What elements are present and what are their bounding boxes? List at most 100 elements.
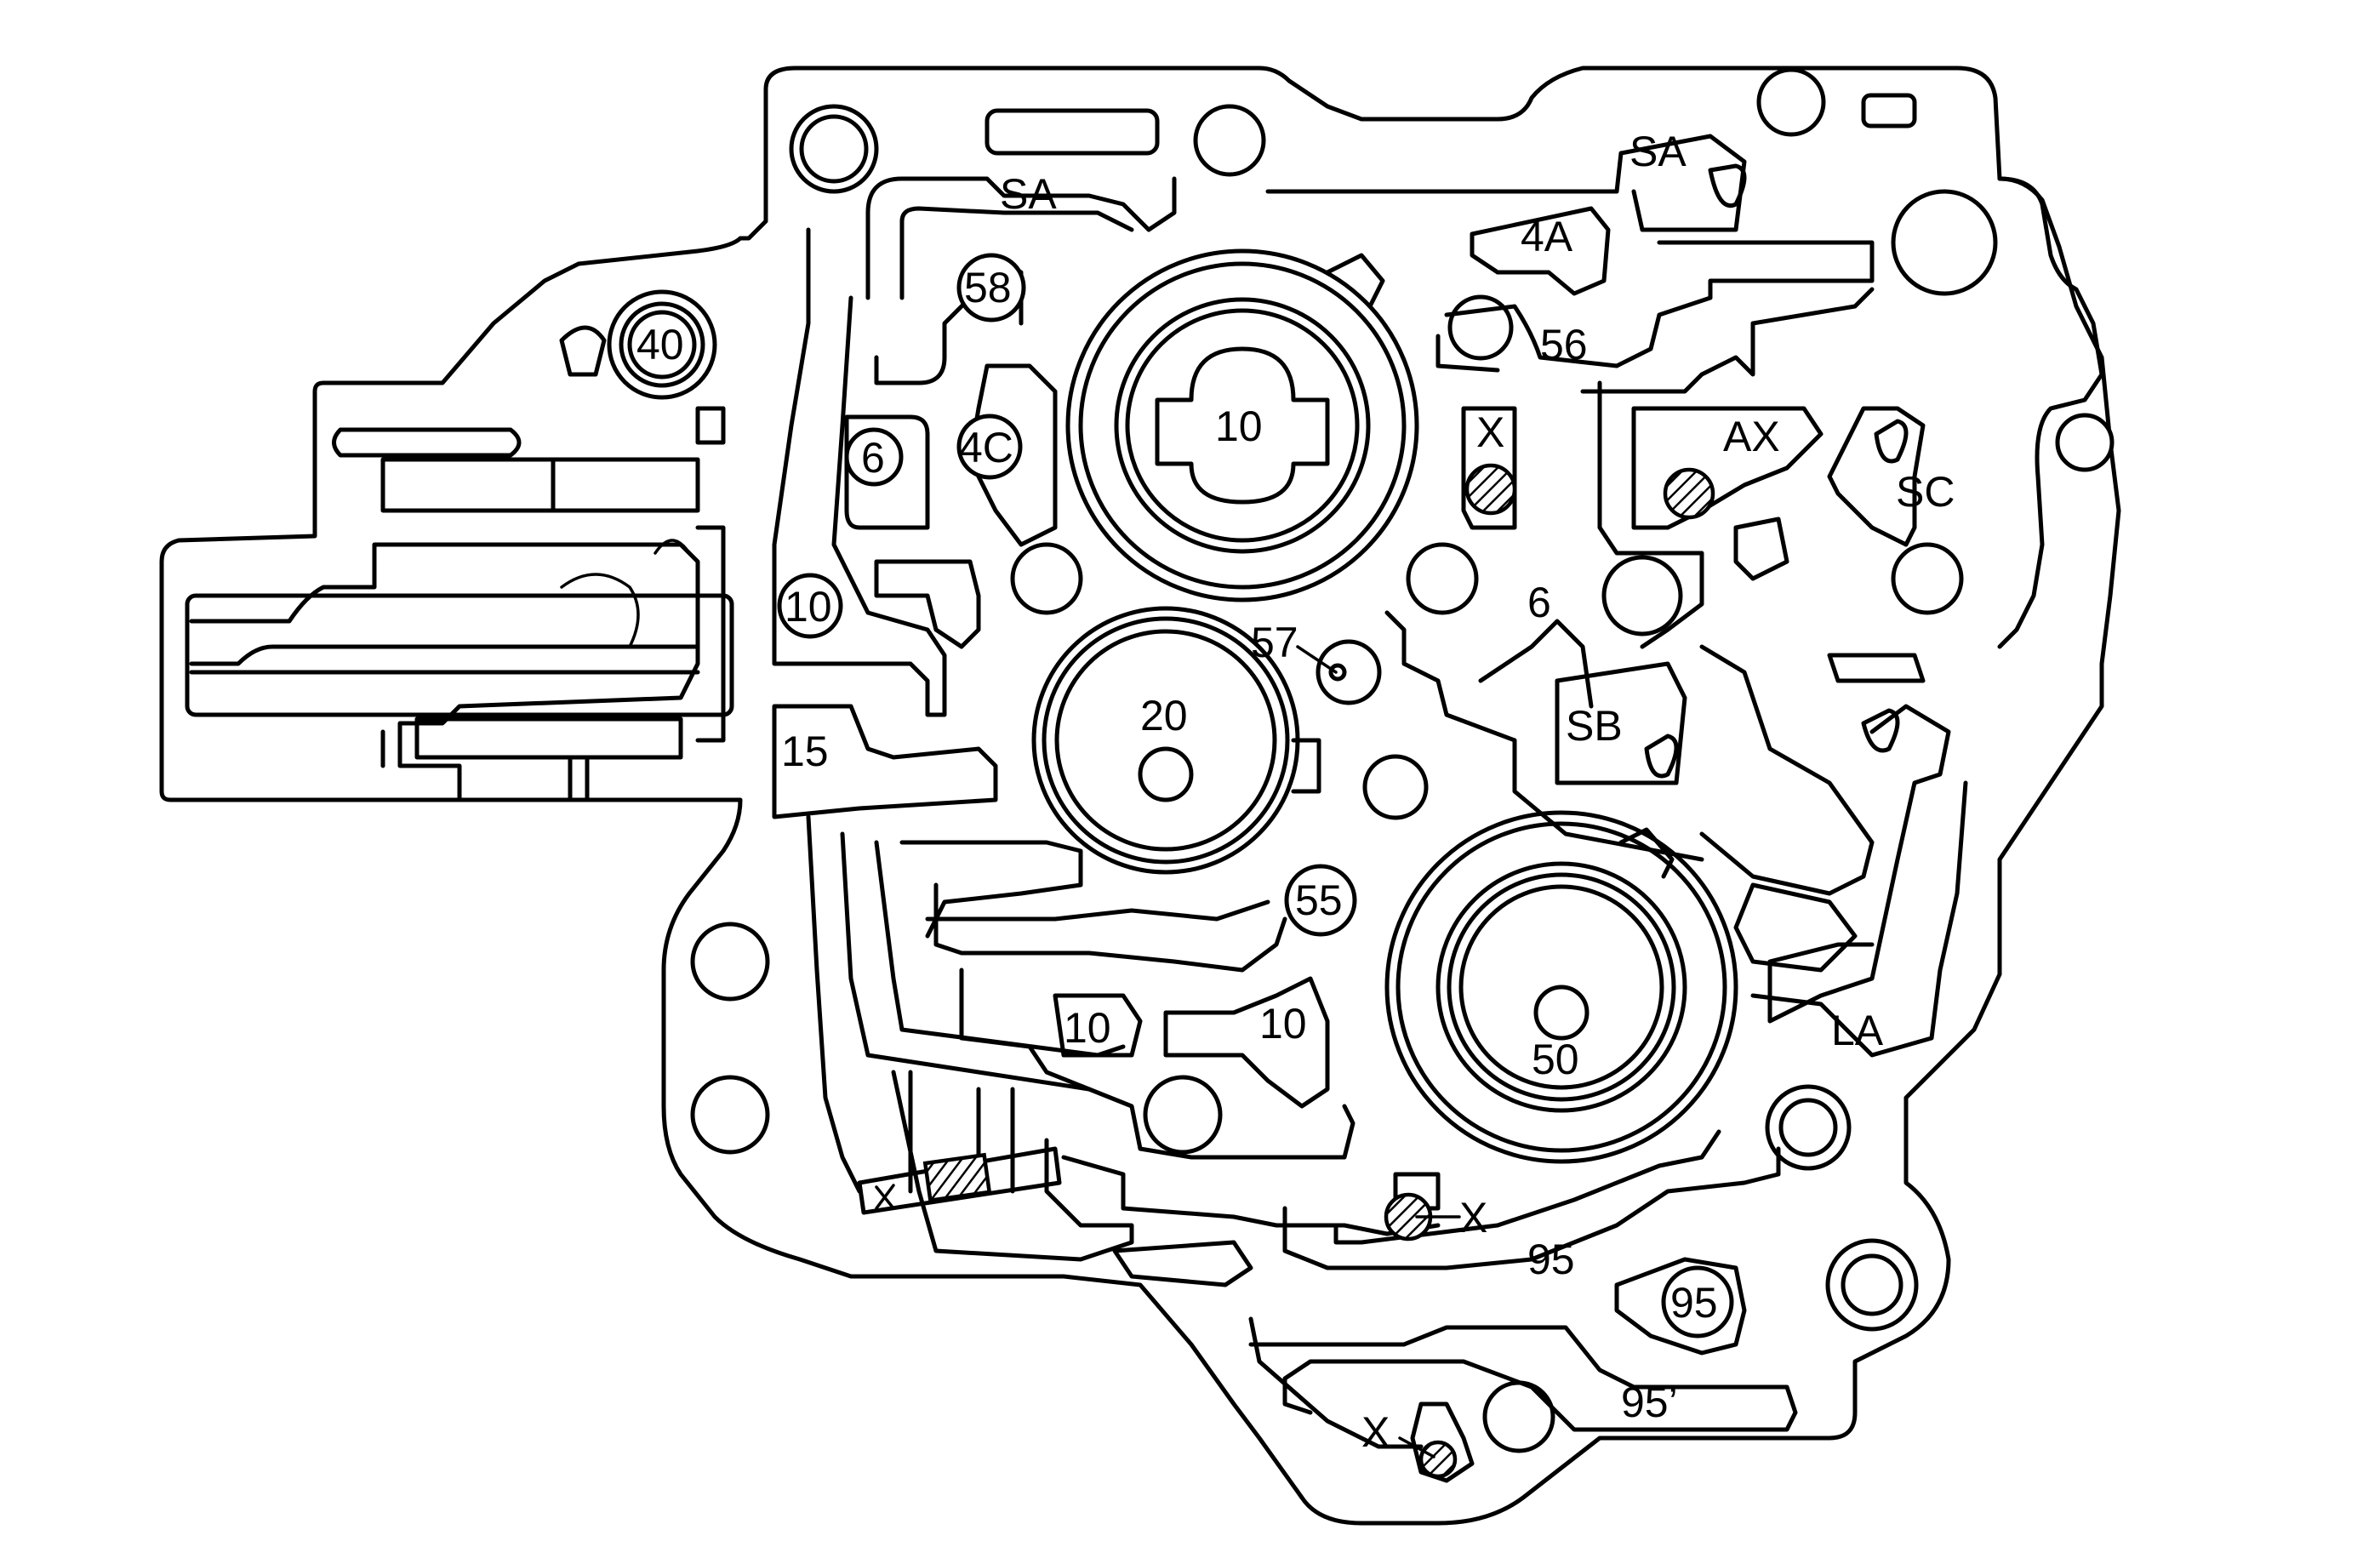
spool-land-bottom [414, 716, 683, 760]
passage-lower-left-d [899, 840, 1083, 939]
bore-50-tab [1618, 827, 1675, 879]
label-x-lower: X [1459, 1194, 1487, 1241]
label-6-left: 6 [861, 434, 885, 482]
bolt-hole-i [1143, 1075, 1223, 1155]
passage-x-upper [1461, 406, 1517, 530]
filter-strip [857, 1146, 1062, 1215]
label-6-mid: 6 [1527, 579, 1551, 626]
label-20: 20 [1140, 692, 1188, 739]
port-sa-oval [1708, 163, 1747, 208]
bore-20-tab [1291, 738, 1321, 794]
passage-right-long-2 [1699, 644, 1875, 896]
passage-bottom-left [1248, 1316, 1424, 1449]
label-95-circle: 95 [1670, 1279, 1718, 1327]
bolt-hole-c [1891, 542, 1964, 615]
label-10-left: 10 [785, 583, 832, 631]
port-right-oval [1861, 708, 1900, 753]
bolt-hole-b [1406, 542, 1479, 615]
spool-land-top-2 [380, 457, 556, 513]
label-15: 15 [781, 728, 829, 775]
passage-6-mid [1478, 619, 1594, 709]
passage-10-lower-a [1053, 993, 1143, 1058]
passage-56-inner [1435, 334, 1500, 373]
slot-top-right [1861, 93, 1917, 128]
label-ax: AX [1723, 413, 1780, 460]
passage-95-inner [1333, 1129, 1721, 1245]
bolt-hole-f [1362, 754, 1429, 820]
leader-x-bottom [1398, 1436, 1435, 1458]
label-circle-55 [1284, 864, 1357, 937]
passage-sc [1827, 406, 1926, 547]
passage-95-prime [1248, 1325, 1798, 1432]
check-ball-57-pin [1328, 663, 1347, 682]
label-sc: SC [1896, 468, 1955, 516]
bore-10-tab [1325, 253, 1385, 309]
label-40: 40 [636, 321, 684, 368]
bolt-hole-g [690, 922, 770, 1002]
label-10-lower-a: 10 [1064, 1004, 1111, 1052]
label-circle-95 [1661, 1265, 1734, 1339]
passage-bottom-mid [1112, 1240, 1253, 1287]
label-circle-58 [956, 253, 1026, 323]
passage-sa-right [1265, 134, 1747, 232]
bolt-hole-h [690, 1075, 770, 1155]
label-95: 95 [1527, 1236, 1575, 1283]
passage-95 [1282, 1146, 1781, 1270]
label-circle-10-left [777, 573, 843, 639]
label-57: 57 [1251, 619, 1298, 666]
leader-57 [1296, 645, 1338, 674]
label-56: 56 [1540, 321, 1588, 368]
passage-6-left [844, 414, 930, 530]
spool-detail-2 [654, 539, 691, 555]
spool-stem-2 [189, 644, 700, 666]
spring-pocket-left [559, 325, 607, 377]
passage-sa-top [865, 176, 1177, 300]
label-10-big: 10 [1215, 402, 1263, 450]
passage-left-vertical [772, 227, 947, 717]
passage-lower-left-g [959, 968, 1092, 1092]
passage-4a [1470, 206, 1611, 296]
bore-10-ring4 [1125, 308, 1360, 543]
bolt-hole-l-inner [1841, 1253, 1903, 1316]
spool-land-top [332, 427, 522, 458]
label-58: 58 [964, 264, 1012, 311]
filter-strip-x [875, 1184, 895, 1210]
bore-20-center [1138, 746, 1194, 802]
passage-sa-top-inner [899, 206, 1134, 300]
label-95-prime: 95’ [1621, 1378, 1678, 1426]
passage-lower-mid [891, 1070, 1134, 1262]
passage-la [1750, 780, 1968, 1058]
passage-x-bottom [1410, 1401, 1475, 1483]
bolt-hole-right-edge [2055, 413, 2115, 472]
passage-lower-left-b [840, 831, 1356, 1160]
bolt-hole-top [1193, 104, 1266, 177]
passage-right-elbow [1767, 704, 1951, 1024]
label-10-lower-b: 10 [1259, 1000, 1307, 1047]
bore-10-retainer [1155, 346, 1330, 505]
label-circle-6-left [844, 427, 904, 487]
bolt-hole-k-inner [1778, 1098, 1838, 1157]
spool-housing-outer [185, 593, 734, 717]
passage-56 [1444, 240, 1875, 368]
spring-pocket-left-2 [695, 406, 726, 445]
spool-land-top-3 [542, 457, 700, 513]
bolt-hole-j [1482, 1380, 1555, 1453]
spool-detail [560, 573, 640, 648]
bore-20-ring3 [1054, 629, 1277, 852]
bolt-hole-right-large [1891, 189, 1998, 296]
spool-body [189, 542, 700, 802]
passage-sb [1555, 661, 1687, 785]
passage-lower-left-f [925, 899, 1270, 922]
label-4a: 4A [1521, 213, 1573, 260]
spool-stub-2 [568, 755, 590, 802]
passage-lower-left-a [806, 814, 862, 1194]
passage-lower-left-c [874, 840, 1126, 1058]
passage-10-left-branch [874, 559, 981, 649]
passage-right-vertical [1827, 653, 1926, 683]
passage-lower-strip [1061, 1155, 1441, 1236]
bore-50-center [1533, 985, 1590, 1041]
passage-mid-right [1597, 380, 1704, 649]
passage-10-lower-b [1163, 976, 1330, 1109]
passage-15 [772, 704, 998, 819]
